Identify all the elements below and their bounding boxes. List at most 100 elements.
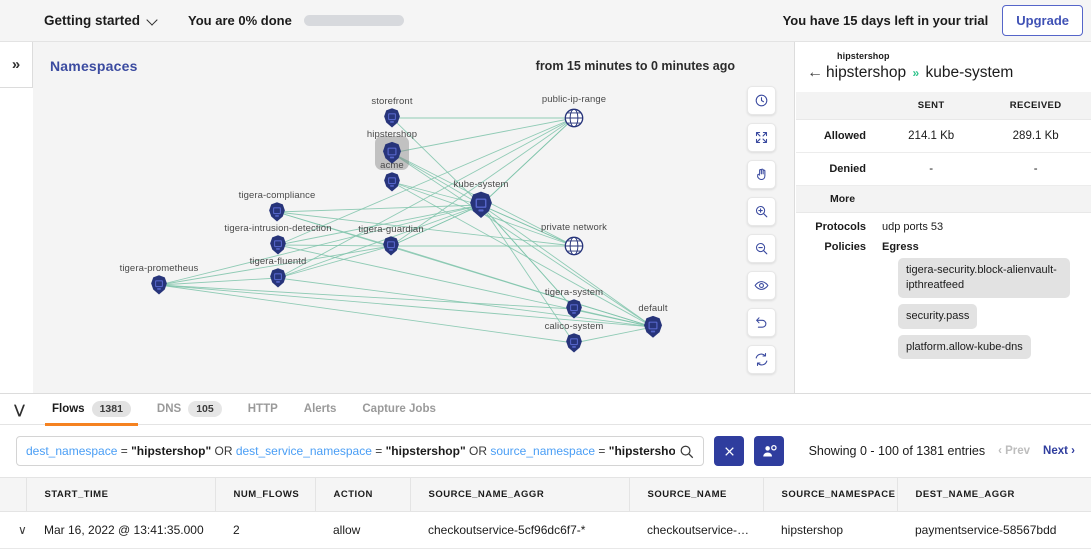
col-action[interactable]: ACTION — [315, 477, 411, 512]
graph-toolbar — [747, 86, 776, 374]
graph-node-acme[interactable] — [382, 172, 403, 193]
graph-time-range: from 15 minutes to 0 minutes ago — [535, 59, 735, 73]
col-expander — [0, 477, 27, 512]
col-num_flows[interactable]: NUM_FLOWS — [215, 477, 316, 512]
tab-http[interactable]: HTTP — [235, 394, 291, 425]
filter-row: dest_namespace = "hipstershop" OR dest_s… — [0, 425, 1091, 477]
detail-title: hipstershop » kube-system — [826, 64, 1013, 82]
col-source_namespace[interactable]: SOURCE_NAMESPACE — [763, 477, 898, 512]
cell-source-namespace: hipstershop — [763, 511, 897, 549]
graph-node-calico-system[interactable] — [564, 333, 585, 354]
detail-title-row: ← hipstershop » kube-system — [796, 64, 1091, 82]
cell-num-flows: 2 — [215, 511, 315, 549]
eye-icon[interactable] — [747, 271, 776, 300]
prev-page-button[interactable]: ‹ Prev — [998, 445, 1031, 457]
row-expand-icon[interactable]: ∨ — [0, 511, 26, 549]
clock-icon[interactable] — [747, 86, 776, 115]
refresh-icon[interactable] — [747, 345, 776, 374]
query-token: "hipstershop" — [131, 444, 212, 458]
cell-source-name-aggr: checkoutservice-5cf96dc6f7-* — [410, 511, 629, 549]
tab-label: Capture Jobs — [362, 403, 436, 415]
graph-node-tigera-prometheus[interactable] — [149, 275, 170, 296]
user-settings-button[interactable] — [754, 436, 784, 466]
table-row-allowed: Allowed 214.1 Kb 289.1 Kb — [796, 119, 1091, 153]
policy-chip[interactable]: security.pass — [898, 303, 978, 329]
search-icon[interactable] — [679, 444, 694, 459]
clear-filter-button[interactable] — [714, 436, 744, 466]
hand-icon[interactable] — [747, 160, 776, 189]
more-section-header[interactable]: More — [796, 186, 1091, 213]
cell-action: allow — [315, 511, 410, 549]
collapse-panel-icon[interactable]: ⋁ — [14, 401, 25, 417]
graph-node-label: storefront — [371, 95, 413, 107]
tab-label: HTTP — [247, 403, 278, 415]
flow-direction-icon: » — [912, 66, 920, 80]
graph-node-label: tigera-intrusion-detection — [224, 222, 332, 234]
graph-node-private-network[interactable] — [562, 234, 586, 258]
graph-node-label: acme — [380, 159, 404, 171]
col-source_name_aggr[interactable]: SOURCE_NAME_AGGR — [410, 477, 630, 512]
detail-breadcrumb: hipstershop — [837, 51, 890, 61]
back-arrow-icon[interactable]: ← — [807, 64, 823, 81]
expand-icon[interactable] — [747, 123, 776, 152]
col-blank — [796, 92, 882, 120]
graph-node-tigera-compliance[interactable] — [267, 202, 288, 223]
table-header-row: SENT RECEIVED — [796, 92, 1091, 120]
double-chevron-right-icon: » — [11, 56, 21, 73]
graph-node-label: hipstershop — [366, 129, 418, 140]
denied-received: - — [980, 152, 1091, 186]
trial-text: You have 15 days left in your trial — [782, 13, 989, 28]
graph-node-tigera-fluentd[interactable] — [268, 268, 289, 289]
graph-node-label: tigera-fluentd — [249, 255, 307, 267]
graph-node-hipstershop[interactable] — [380, 141, 404, 165]
col-start_time[interactable]: START_TIME — [26, 477, 216, 512]
col-dest_name_aggr[interactable]: DEST_NAME_AGGR — [897, 477, 1091, 512]
tab-alerts[interactable]: Alerts — [291, 394, 350, 425]
getting-started-menu[interactable]: Getting started — [44, 13, 158, 28]
undo-icon[interactable] — [747, 308, 776, 337]
policy-chip[interactable]: tigera-security.block-alienvault-ipthrea… — [898, 258, 1070, 298]
protocols-value: udp ports 53 — [882, 221, 944, 233]
graph-node-label: default — [638, 303, 668, 314]
policy-chip[interactable]: platform.allow-kube-dns — [898, 334, 1031, 360]
query-token: source_namespace — [490, 444, 596, 458]
service-graph-panel[interactable]: Namespaces from 15 minutes to 0 minutes … — [33, 42, 795, 393]
query-token: dest_service_namespace — [235, 444, 372, 458]
allowed-received: 289.1 Kb — [980, 119, 1091, 153]
cell-source-name: checkoutservice-… — [629, 511, 763, 549]
next-page-button[interactable]: Next › — [1043, 445, 1075, 457]
query-token: = — [595, 444, 609, 458]
graph-node-tigera-guardian[interactable] — [381, 236, 402, 257]
graph-node-default[interactable] — [641, 315, 665, 339]
zoom-in-icon[interactable] — [747, 197, 776, 226]
allowed-sent: 214.1 Kb — [882, 119, 981, 153]
policies-label: Policies — [824, 241, 866, 253]
tab-label: Alerts — [303, 403, 337, 415]
tab-capture-jobs[interactable]: Capture Jobs — [349, 394, 449, 425]
pagination: Showing 0 - 100 of 1381 entries ‹ Prev N… — [809, 444, 1075, 458]
graph-node-tigera-intrusion-detection[interactable] — [268, 235, 289, 256]
graph-node-kube-system[interactable] — [467, 191, 496, 220]
graph-node-label: tigera-guardian — [358, 223, 424, 235]
graph-node-tigera-system[interactable] — [564, 299, 585, 320]
zoom-out-icon[interactable] — [747, 234, 776, 263]
upgrade-button[interactable]: Upgrade — [1002, 5, 1083, 36]
sidebar-expand-button[interactable]: » — [0, 42, 33, 88]
query-token: "hipstershop" — [385, 444, 466, 458]
search-input[interactable]: dest_namespace = "hipstershop" OR dest_s… — [16, 436, 704, 466]
detail-title-dest: kube-system — [925, 64, 1014, 81]
detail-panel: hipstershop ← hipstershop » kube-system … — [796, 42, 1091, 393]
query-token: OR — [465, 444, 491, 458]
graph-node-public-ip-range[interactable] — [562, 106, 586, 130]
col-source_name[interactable]: SOURCE_NAME — [629, 477, 764, 512]
top-bar-right: You have 15 days left in your trial Upgr… — [783, 5, 1083, 36]
graph-edges — [158, 117, 654, 344]
table-row-denied: Denied - - — [796, 152, 1091, 186]
tab-count-badge: 1381 — [91, 401, 131, 417]
graph-node-storefront[interactable] — [382, 108, 403, 129]
